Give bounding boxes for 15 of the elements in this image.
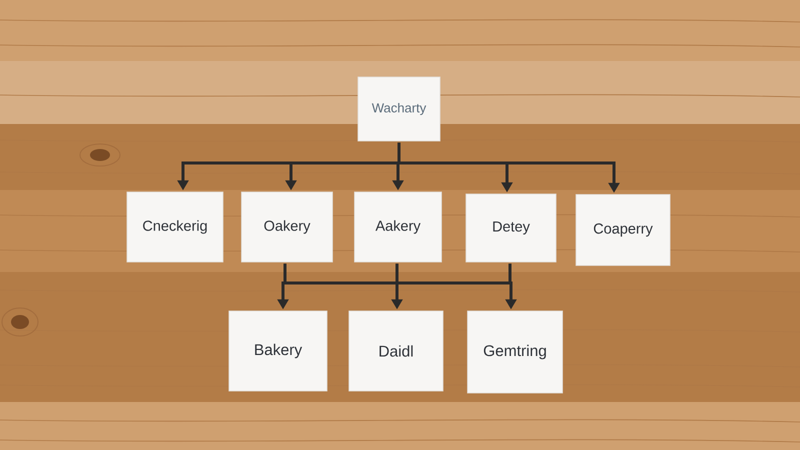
card: Wacharty [358, 76, 440, 142]
card: Oakery [241, 192, 333, 262]
card: Coaperry [576, 194, 670, 266]
card: Gemtring [467, 310, 563, 394]
connector-line [508, 264, 512, 282]
card: Cneckerig [126, 192, 224, 262]
connector-line [182, 162, 616, 164]
card: Daidl [348, 310, 444, 392]
connector-line [282, 282, 512, 284]
card: Bakery [228, 310, 328, 392]
connector-line [398, 142, 400, 162]
connector-line [396, 264, 398, 282]
connector-line [284, 264, 286, 282]
card: Detey [466, 194, 556, 262]
card: Aakery [354, 192, 442, 262]
